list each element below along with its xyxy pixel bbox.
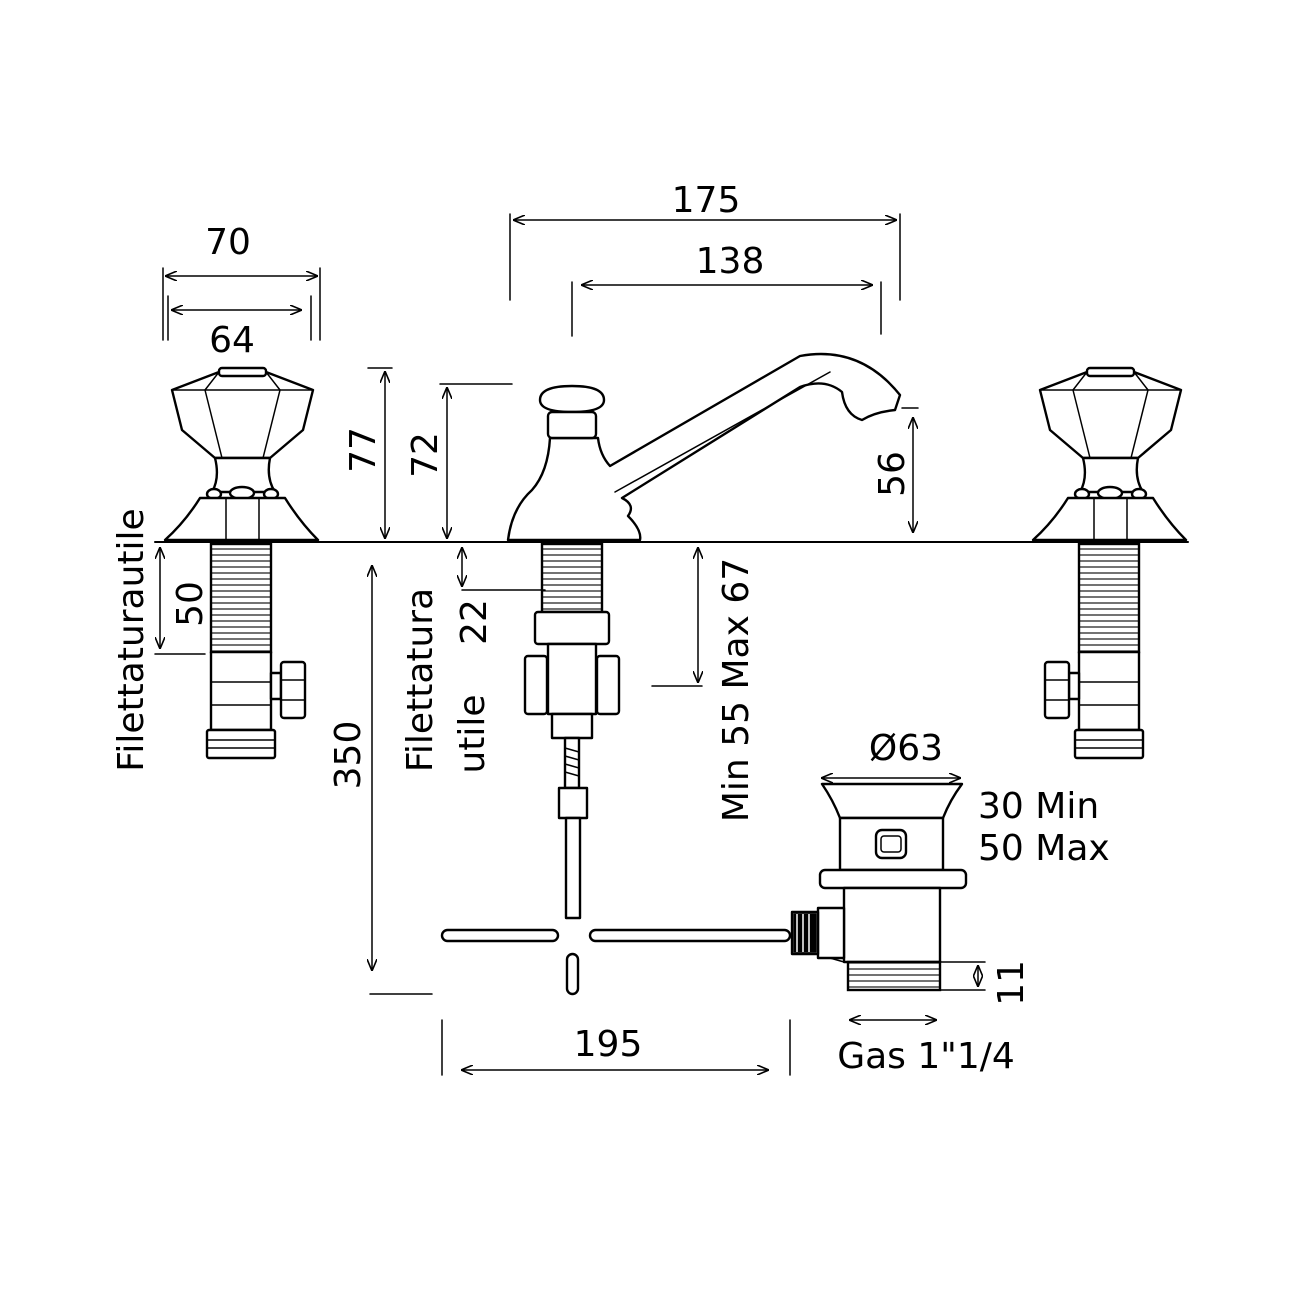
dim-30-min: 30 Min <box>978 786 1099 827</box>
dim-50-max: 50 Max <box>978 828 1110 869</box>
dim-64: 64 <box>209 320 255 361</box>
spout <box>506 352 902 920</box>
dim-min-max: Min 55 Max 67 <box>716 558 757 822</box>
dim-gas: Gas 1"1/4 <box>837 1036 1015 1077</box>
dim-195: 195 <box>574 1024 643 1065</box>
dim-77: 77 <box>343 427 384 473</box>
dim-50: 50 <box>170 581 211 627</box>
dim-175: 175 <box>672 180 741 221</box>
dim-72: 72 <box>405 432 446 478</box>
waste-assembly <box>790 782 968 992</box>
dim-350: 350 <box>328 721 369 790</box>
dim-22: 22 <box>454 599 495 645</box>
label-utile: utile <box>452 694 493 773</box>
dim-063: Ø63 <box>869 728 943 769</box>
dim-56: 56 <box>872 451 913 497</box>
left-handle-valve <box>163 366 320 760</box>
right-handle-valve <box>1031 366 1188 760</box>
dim-138: 138 <box>696 241 765 282</box>
label-filettatura-utile-left: Filettaturautile <box>111 508 152 771</box>
dim-70: 70 <box>205 222 251 263</box>
dim-11: 11 <box>991 960 1032 1006</box>
label-filettatura: Filettatura <box>400 588 441 772</box>
popup-rod <box>440 928 792 996</box>
dimension-lines <box>154 213 986 1076</box>
